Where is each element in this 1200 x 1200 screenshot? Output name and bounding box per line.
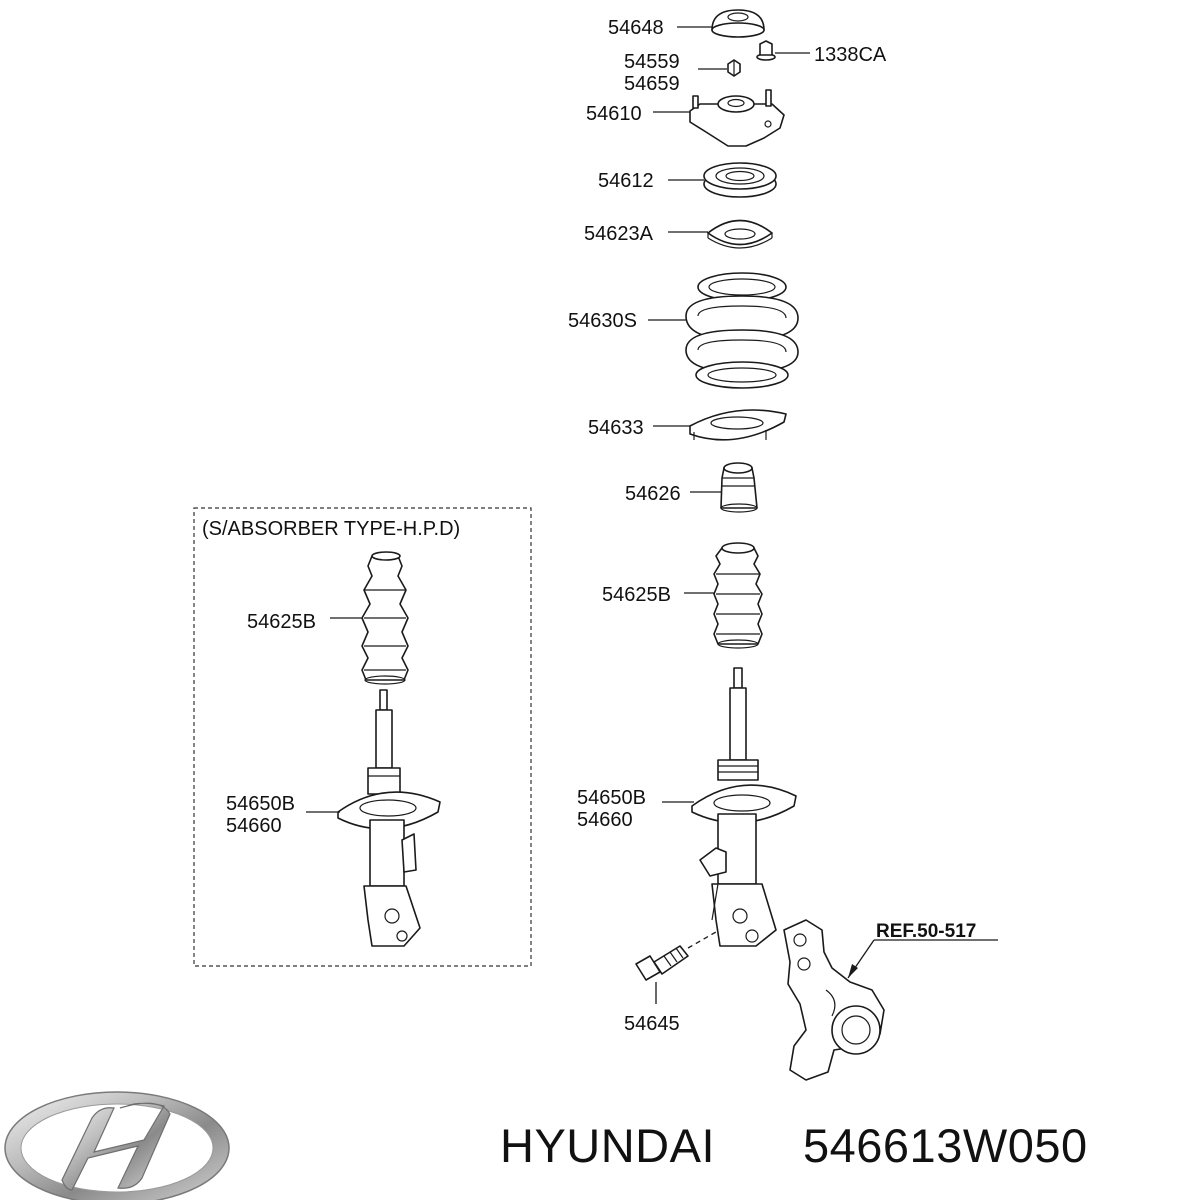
bump-stop-part	[720, 462, 758, 513]
dust-boot-part	[713, 542, 763, 649]
label-54645: 54645	[624, 1013, 680, 1035]
coil-spring-part	[685, 272, 799, 389]
bolt-part	[635, 945, 689, 981]
label-ref: REF.50-517	[876, 921, 976, 942]
label-54612: 54612	[598, 170, 654, 192]
part-number: 546613W050	[803, 1119, 1088, 1172]
bearing-part	[703, 162, 777, 198]
label-1338CA: 1338CA	[814, 44, 887, 66]
label-54660-inset: 54660	[226, 815, 282, 837]
label-54559: 54559	[624, 51, 680, 73]
label-54648: 54648	[608, 17, 664, 39]
inset-dust-boot-part	[361, 551, 409, 685]
label-54660-main: 54660	[577, 809, 633, 831]
mount-cap-part	[711, 9, 765, 38]
label-54625B-inset: 54625B	[247, 611, 316, 633]
spring-pad-lower-part	[689, 409, 787, 441]
hyundai-logo-icon	[4, 1091, 230, 1200]
label-54626: 54626	[625, 483, 681, 505]
inset-title: (S/ABSORBER TYPE-H.P.D)	[202, 518, 460, 540]
brand-name: HYUNDAI	[500, 1119, 715, 1172]
inset-box	[193, 507, 532, 967]
label-54659: 54659	[624, 73, 680, 95]
steering-knuckle-part	[783, 919, 885, 1081]
nut-part	[727, 59, 741, 77]
label-54630S: 54630S	[568, 310, 637, 332]
strut-mount-part	[689, 89, 785, 147]
spring-pad-upper-part	[707, 219, 773, 249]
label-54625B-main: 54625B	[602, 584, 671, 606]
label-54650B-main: 54650B	[577, 787, 646, 809]
inset-shock-absorber-part	[337, 689, 441, 947]
label-54650B-inset: 54650B	[226, 793, 295, 815]
shock-absorber-part	[691, 667, 797, 947]
flange-nut-part	[756, 40, 776, 61]
label-54610: 54610	[586, 103, 642, 125]
label-54623A: 54623A	[584, 223, 654, 245]
label-54633: 54633	[588, 417, 644, 439]
